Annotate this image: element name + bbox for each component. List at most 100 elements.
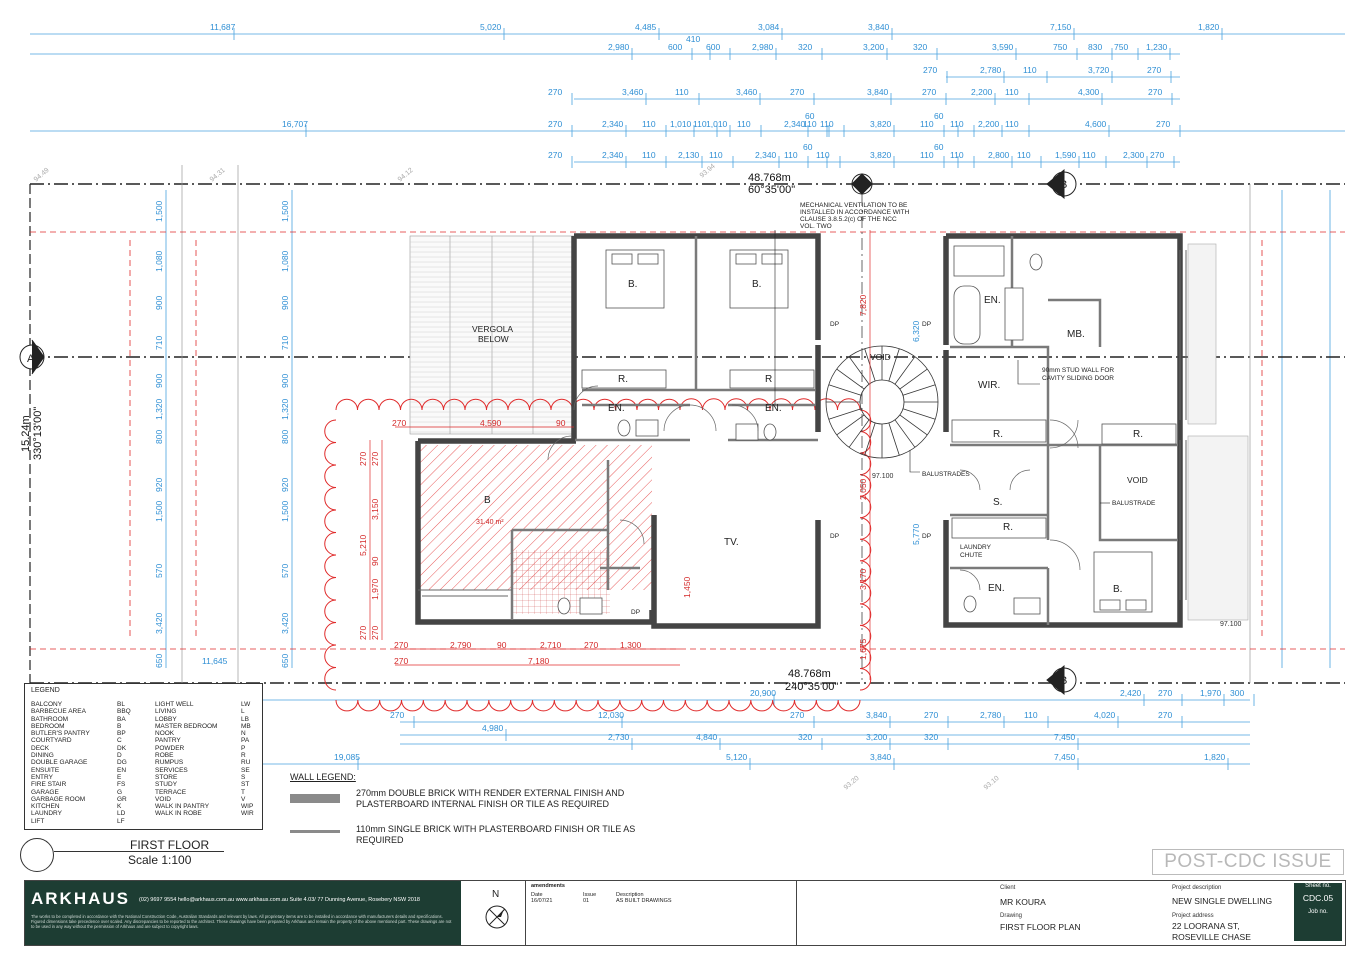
legend-entry: EN — [117, 766, 127, 774]
dimension-label: 3,840 — [870, 752, 892, 762]
legend-entry: BALCONY — [31, 701, 63, 708]
room-ens-1: EN. — [608, 403, 625, 414]
dimension-label: 270 — [370, 626, 380, 640]
dimension-label: 750 — [1053, 42, 1067, 52]
legend-entry: GARAGE — [31, 788, 59, 796]
dimension-label: 270 — [1158, 710, 1172, 720]
legend-title: LEGEND — [31, 687, 60, 694]
legend-entry: MB — [241, 722, 251, 730]
dimension-label: 16,707 — [282, 119, 308, 129]
room-ens-3: EN. — [984, 295, 1001, 306]
dimension-label: 1,500 — [280, 500, 290, 522]
svg-text:93.94: 93.94 — [699, 163, 717, 180]
dimension-label: 1,590 — [1055, 150, 1077, 160]
dimension-label: 2,980 — [608, 42, 630, 52]
legend-entry: ST — [241, 781, 250, 789]
dimension-label: 2,340 — [755, 150, 777, 160]
project-desc-value: NEW SINGLE DWELLING — [1172, 896, 1273, 906]
dimension-label: 4,980 — [482, 723, 504, 733]
legend-entry: BARBECUE AREA — [31, 708, 86, 716]
dimension-label: 3,720 — [1088, 65, 1110, 75]
dimension-label: 4,600 — [1085, 119, 1107, 129]
legend-entry: DINING — [31, 752, 54, 760]
legend-entry: ENTRY — [31, 773, 53, 781]
dimension-label: 2,300 — [1123, 150, 1145, 160]
svg-text:CHUTE: CHUTE — [960, 552, 983, 559]
dimension-label: 4,300 — [1078, 87, 1100, 97]
dimension-label: 320 — [924, 732, 938, 742]
svg-text:MECHANICAL VENTILATION TO BE: MECHANICAL VENTILATION TO BE — [800, 202, 908, 209]
dimension-label: 800 — [154, 430, 164, 444]
dimension-label: 19,085 — [334, 752, 360, 762]
issue-stamp: POST-CDC ISSUE — [1152, 849, 1344, 875]
legend-entry: BA — [117, 715, 126, 723]
dimension-label: 5,120 — [726, 752, 748, 762]
legend-entry: V — [241, 795, 246, 803]
dimension-label: 270 — [1150, 150, 1164, 160]
dimension-label: 3,200 — [866, 732, 888, 742]
legend-entry: T — [241, 788, 245, 796]
boundary-left-length: 15.24m — [20, 415, 32, 452]
furniture — [557, 245, 1177, 615]
dimension-label: 7,450 — [1054, 732, 1076, 742]
dimension-label: 3,840 — [868, 22, 890, 32]
room-ens-2: EN. — [765, 403, 782, 414]
dimension-label: 1,500 — [154, 200, 164, 222]
dimension-label: 270 — [370, 452, 380, 466]
dimension-label: 270 — [1148, 87, 1162, 97]
legend-entry: DOUBLE GARAGE — [31, 759, 88, 767]
legend-entry: D — [117, 752, 122, 760]
dimension-label: 2,200 — [971, 87, 993, 97]
room-robe-3: R. — [993, 429, 1003, 440]
legend-entry: STORE — [155, 773, 178, 781]
dimension-label: 270 — [358, 452, 368, 466]
dimension-label: 110 — [709, 150, 723, 160]
bearing-marker — [851, 173, 873, 195]
dimension-label: 4,840 — [696, 732, 718, 742]
legend-entry: LIVING — [155, 708, 177, 716]
dimension-label: 110 — [675, 87, 689, 97]
vergola-label-1: VERGOLA — [472, 324, 513, 334]
legend-entry: GR — [117, 795, 127, 803]
dimension-label: 650 — [154, 654, 164, 668]
drawing-label: Drawing — [1000, 913, 1023, 919]
dimension-label: 270 — [394, 640, 408, 650]
legend-entry: BEDROOM — [31, 722, 65, 730]
setback-lines — [30, 231, 1345, 650]
dimension-label: 1,970 — [370, 578, 380, 600]
room-tv: TV. — [724, 537, 739, 548]
dimension-label: 320 — [913, 42, 927, 52]
project-address-2: ROSEVILLE CHASE — [1172, 932, 1251, 942]
note-leaders — [774, 230, 1110, 504]
north-arrow-icon: N — [485, 889, 509, 929]
dimension-label: 1,320 — [154, 398, 164, 420]
svg-text:93.20: 93.20 — [843, 775, 861, 792]
legend-entry: K — [117, 803, 122, 811]
dimension-label: 2,130 — [678, 150, 700, 160]
dimension-label: 2,200 — [978, 119, 1000, 129]
dimension-label: 110 — [803, 119, 817, 129]
tree-canopy-outline — [324, 398, 872, 712]
legend-entry: WIR — [241, 810, 254, 818]
dimension-label: 830 — [1088, 42, 1102, 52]
dimension-label: 600 — [668, 42, 682, 52]
dimension-label: 110 — [642, 150, 656, 160]
dimension-label: 3,840 — [867, 87, 889, 97]
boundary-top-length: 48.768m — [748, 172, 791, 184]
room-bed-4: B. — [1113, 584, 1122, 595]
room-bed-3: B — [484, 495, 491, 506]
dimension-label: 110 — [950, 119, 964, 129]
dimension-label: 900 — [280, 296, 290, 310]
legend-entry: BATHROOM — [31, 715, 69, 723]
dimension-label: 1,010 — [670, 119, 692, 129]
sheet-value: CDC.05 — [1302, 893, 1334, 903]
room-bed-2: B. — [752, 279, 761, 290]
legend-entry: LIGHT WELL — [155, 701, 194, 708]
